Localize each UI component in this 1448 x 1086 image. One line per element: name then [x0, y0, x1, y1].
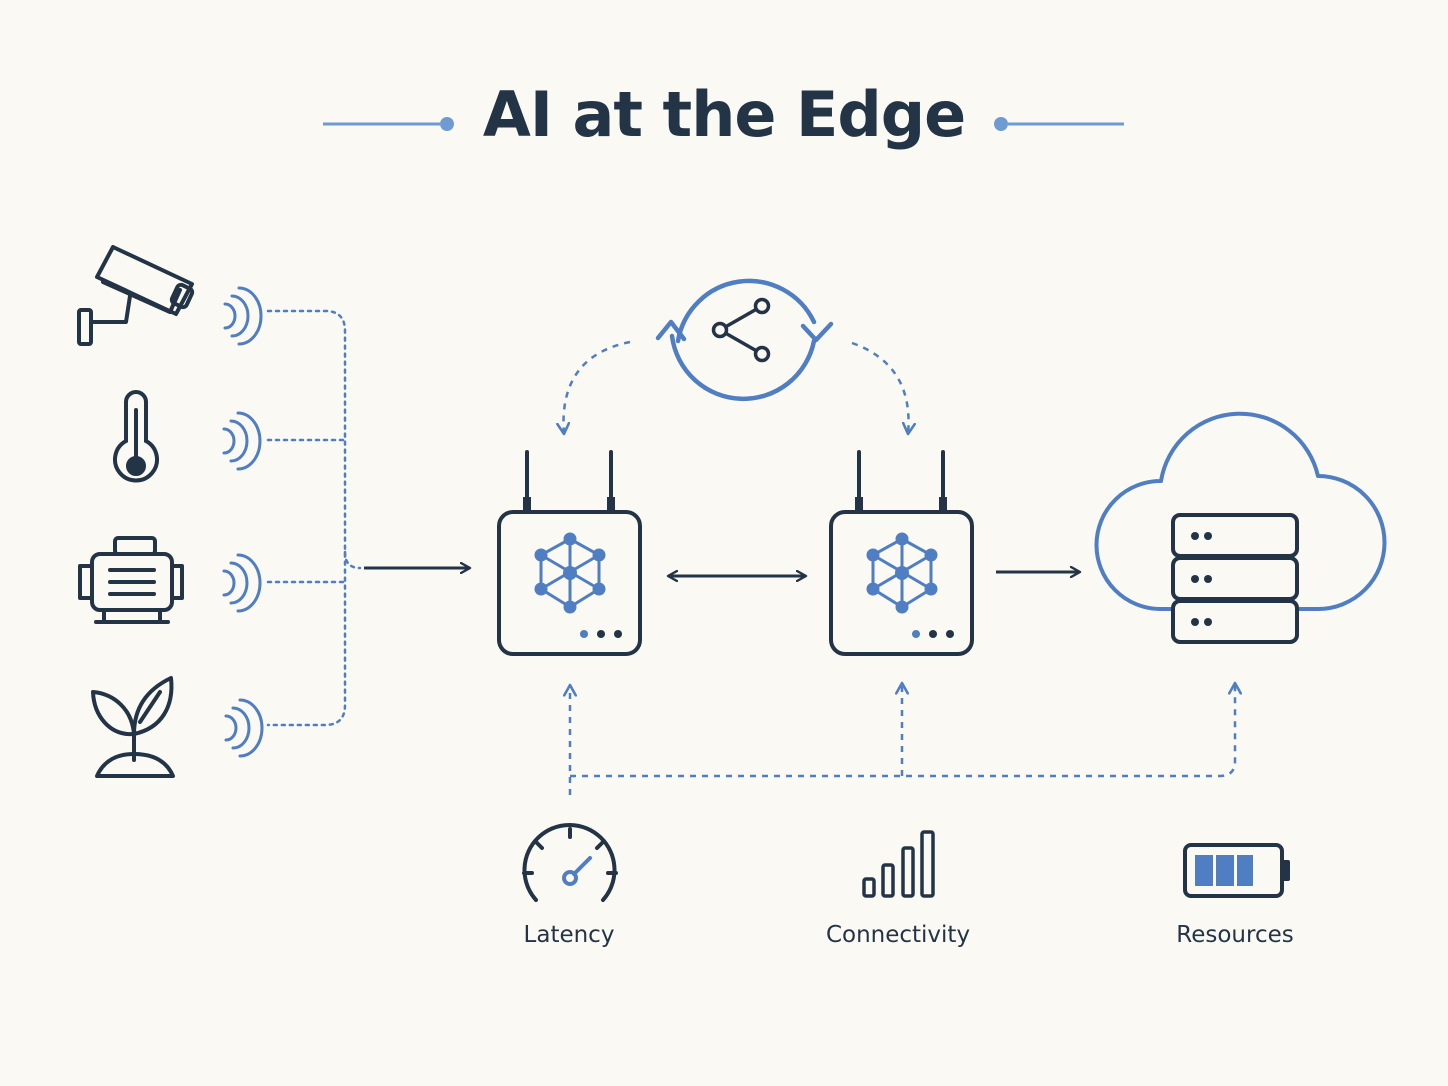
- edge-device-icon: [497, 450, 642, 656]
- sensor-wireless-waves: [222, 286, 264, 758]
- metric-label-latency: Latency: [523, 922, 615, 948]
- battery-icon: [1183, 843, 1290, 898]
- cloud-icon: [1094, 411, 1387, 611]
- metric-label-resources: Resources: [1176, 922, 1294, 948]
- motor-icon: [78, 536, 184, 624]
- plant-sprout-icon: [91, 676, 175, 778]
- constraints-feedback-bus: [570, 683, 1235, 795]
- neural-network-icon: [866, 532, 938, 614]
- title-decoration-left: [323, 117, 454, 131]
- speedometer-icon: [522, 822, 618, 902]
- share-sync-icon: [655, 278, 834, 402]
- server-stack-icon: [1171, 513, 1299, 644]
- wifi-waves-icon: [222, 411, 262, 471]
- security-camera-icon: [77, 245, 195, 346]
- share-icon: [711, 297, 771, 363]
- sync-to-edge-node-2-arrow: [851, 341, 909, 434]
- wifi-waves-icon: [222, 553, 262, 613]
- sync-to-edge-node-1-arrow: [564, 340, 631, 434]
- metric-label-connectivity: Connectivity: [825, 922, 971, 948]
- title-decoration-right: [994, 117, 1124, 131]
- cloud-server-icon: [1094, 411, 1387, 644]
- thermometer-icon: [113, 390, 159, 483]
- sensor-data-bus: [266, 309, 362, 727]
- wifi-waves-icon: [224, 698, 264, 758]
- edge-device-icon: [829, 450, 974, 656]
- neural-network-icon: [534, 532, 606, 614]
- wifi-waves-icon: [223, 286, 263, 346]
- signal-bars-icon: [862, 830, 935, 898]
- diagram-title: AI at the Edge: [482, 78, 966, 151]
